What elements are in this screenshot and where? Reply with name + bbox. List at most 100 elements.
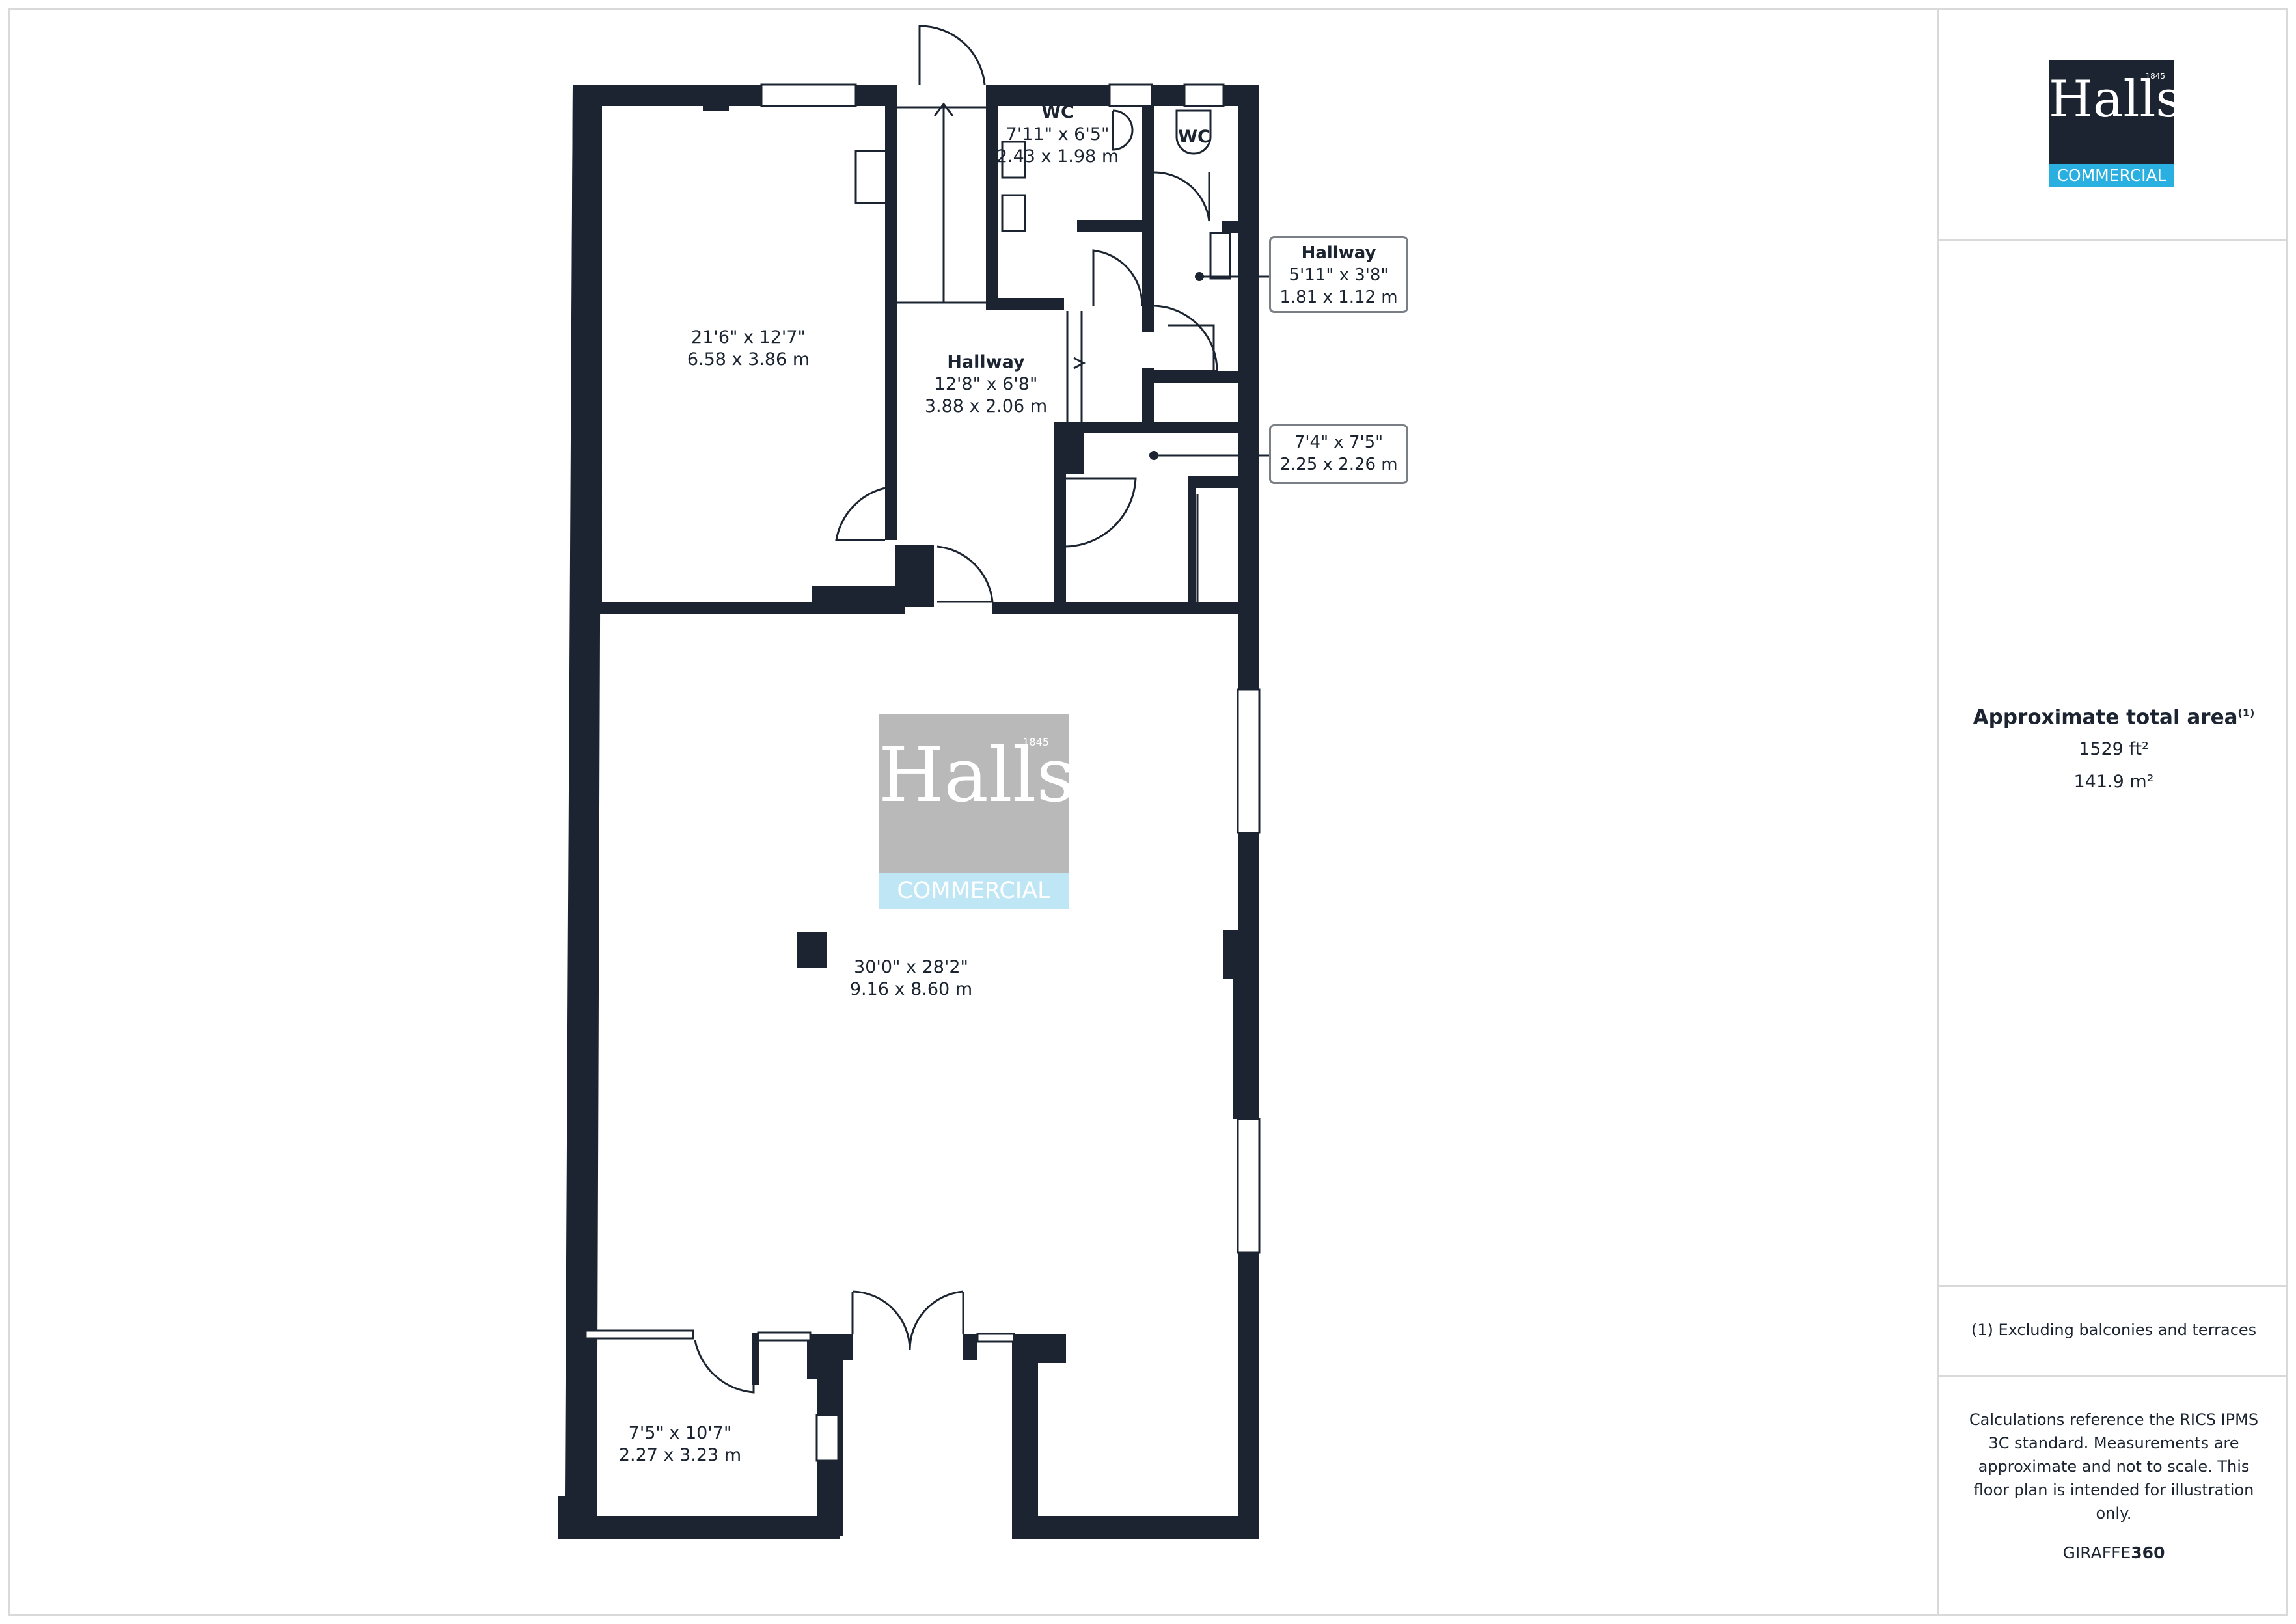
leader-dot-hallway-small [1195,272,1204,281]
window-front-left [584,1329,694,1340]
column [797,932,827,968]
wall-store-inner [1188,478,1196,608]
wall-office-bottom-pier [813,586,885,602]
wall-hall2-top [1222,221,1259,233]
room-hallway-small-name: Hallway [1301,243,1376,263]
wall-door-right [963,1334,977,1360]
wall-door-left [840,1334,853,1360]
room-office-top-imperial: 21'6" x 12'7" [691,327,806,347]
sidebar-rule-1 [1939,239,2288,241]
room-main-metric: 9.16 x 8.60 m [849,979,973,999]
wall-hall2-bottom [1142,371,1259,383]
door-office [835,487,886,541]
sidebar-rule-2 [1939,1285,2288,1287]
room-front-metric: 2.27 x 3.23 m [618,1445,742,1465]
wall-wc-bottom [986,298,1064,310]
room-office-top: 21'6" x 12'7" 6.58 x 3.86 m [664,327,833,371]
wall-store-mid [1188,476,1259,488]
wall-store-top [1054,422,1259,433]
wall-bay-left [1012,1334,1038,1539]
wc-basin-2 [1001,194,1026,232]
area-title-marker: (1) [2237,707,2255,719]
wall-top-nib [703,101,729,111]
watermark-wordmark: Halls [879,732,1075,819]
disclaimer: Calculations reference the RICS IPMS 3C … [1969,1411,2259,1522]
room-store-metric: 2.25 x 2.26 m [1279,455,1398,474]
corridor-arrow-head [933,102,954,116]
watermark-tagline: COMMERCIAL [879,873,1069,909]
wall-divider-right [992,602,1259,614]
area-metric: 141.9 m² [2073,772,2154,792]
sidebar-divider [1937,8,1939,1616]
door-double-left [852,1290,911,1351]
hall-arrow [1073,357,1086,370]
room-hallway-main-imperial: 12'8" x 6'8" [934,374,1038,394]
window-right-lower [1237,1118,1261,1254]
brand-logo-wordmark: Halls [2049,70,2182,129]
sidebar-rule-3 [1939,1375,2288,1377]
page-frame [8,8,2288,1616]
wall-top-wc2 [1152,85,1184,106]
wall-right-lower [1238,1252,1259,1539]
wall-right-mid1 [1238,833,1259,930]
window-front-side [815,1414,840,1462]
wall-store-stub [1058,422,1084,474]
wall-bottom-left [558,1516,840,1539]
room-store-imperial: 7'4" x 7'5" [1294,433,1384,452]
door-hall2 [1153,304,1218,372]
wall-top-left [586,85,761,106]
office-sink [854,150,888,204]
wall-hall-door-left [895,545,934,607]
door-store [1065,477,1137,548]
area-title-text: Approximate total area [1973,705,2238,729]
room-wc-2: WC [1168,126,1220,148]
hall2-fixture [1209,232,1231,280]
wall-wc-left [986,85,998,309]
wc-toilet-1 [1112,109,1134,151]
room-wc-1: WC 7'11" x 6'5" 2.43 x 1.98 m [996,102,1119,168]
window-right-upper [1237,688,1261,834]
area-title: Approximate total area(1) [1939,700,2288,730]
wall-bay-top [1014,1334,1066,1363]
brand-logo: Halls 1845 COMMERCIAL [2049,60,2182,187]
wall-front-left-stub [573,1327,584,1344]
credit: GIRAFFE360 [1939,1542,2288,1564]
wall-right-mid2 [1233,979,1259,1119]
room-front: 7'5" x 10'7" 2.27 x 3.23 m [605,1422,755,1467]
credit-suffix: 360 [2131,1543,2165,1562]
walls [558,85,1259,1539]
room-hallway-main-metric: 3.88 x 2.06 m [924,396,1048,416]
door-wc [1092,249,1143,306]
room-wc-1-metric: 2.43 x 1.98 m [996,146,1119,167]
wall-hall-door-left-foot [892,604,905,614]
footnote: (1) Excluding balconies and terraces [1971,1321,2257,1339]
room-hallway-small-metric: 1.81 x 1.12 m [1279,288,1398,307]
leaders [1154,275,1269,457]
watermark-year: 1845 [1022,736,1049,748]
room-store: 7'4" x 7'5" 2.25 x 2.26 m [1269,424,1408,484]
window-front-mid [757,1331,812,1342]
area-imperial: 1529 ft² [2079,739,2149,759]
room-hallway-main: Hallway 12'8" x 6'8" 3.88 x 2.06 m [914,351,1058,418]
credit-prefix: GIRAFFE [2062,1543,2131,1562]
window-top-wc2 [1183,83,1225,107]
wall-right-pier [1223,930,1259,979]
wall-wc-shelf [1077,220,1152,232]
windows [584,83,1261,1462]
room-hallway-small: Hallway 5'11" x 3'8" 1.81 x 1.12 m [1269,236,1408,313]
door-entrance-top [918,25,986,85]
room-wc-2-name: WC [1178,127,1210,147]
door-wc2 [1153,171,1210,222]
wall-bottom-right [1012,1516,1259,1539]
wall-right-upper [1238,85,1259,690]
room-hallway-main-name: Hallway [947,352,1025,372]
window-top-wc [1108,83,1153,107]
wall-front-door-jamb [807,1344,821,1379]
wall-wc2-left [1142,85,1154,332]
window-top-office [760,83,857,107]
room-wc-1-imperial: 7'11" x 6'5" [1005,124,1110,144]
window-bay-top [976,1333,1015,1343]
door-cupboard [1168,324,1215,371]
watermark-logo: Halls 1845 COMMERCIAL [879,714,1075,909]
room-main-imperial: 30'0" x 28'2" [854,957,968,977]
